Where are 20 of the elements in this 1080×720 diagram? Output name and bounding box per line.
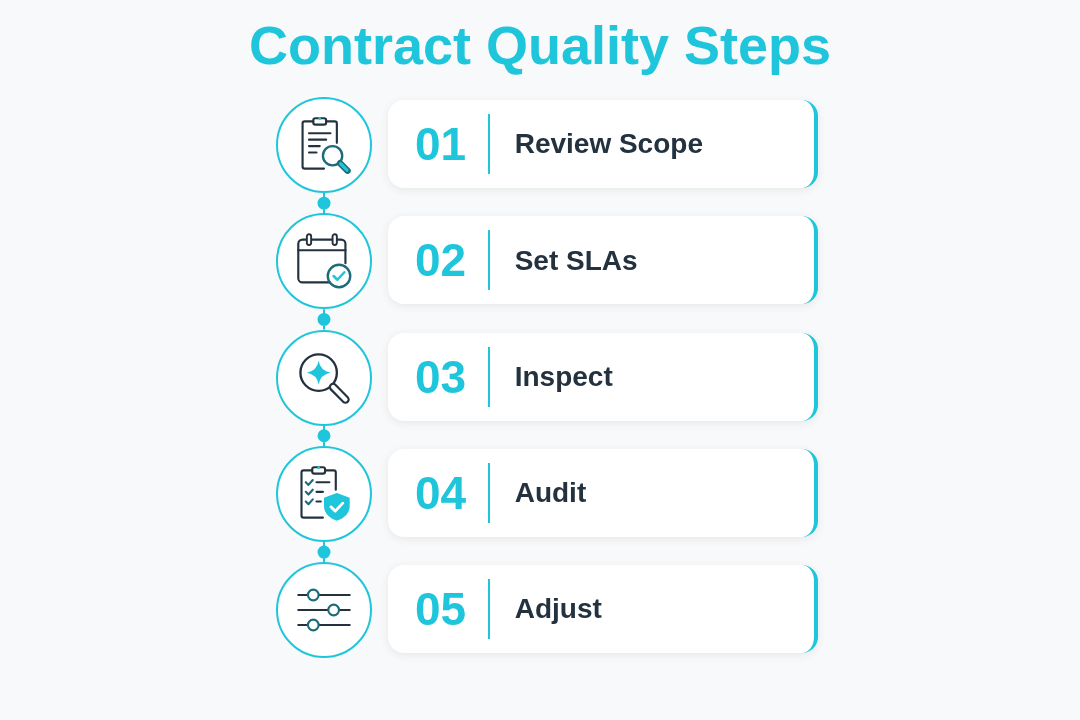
connector-line (317, 192, 331, 215)
step-number: 01 (415, 121, 467, 167)
step-title: Inspect (514, 359, 613, 394)
step-title: Adjust (514, 592, 602, 626)
connector-line (317, 308, 331, 331)
step-card (388, 565, 818, 654)
step-title: Set SLAs (514, 243, 638, 278)
step-number: 03 (415, 353, 467, 400)
connector-line (317, 424, 331, 447)
step-card (388, 216, 818, 305)
step-title: Audit (514, 476, 587, 510)
step-number: 04 (415, 469, 467, 516)
step-number: 02 (415, 237, 467, 284)
step-card (388, 100, 818, 188)
step-card (388, 448, 818, 537)
step-number: 05 (415, 586, 467, 633)
title: Contract Quality Steps (248, 14, 832, 77)
connector-line (317, 540, 331, 564)
step-card (388, 332, 818, 421)
step-title: Review Scope (514, 127, 703, 161)
